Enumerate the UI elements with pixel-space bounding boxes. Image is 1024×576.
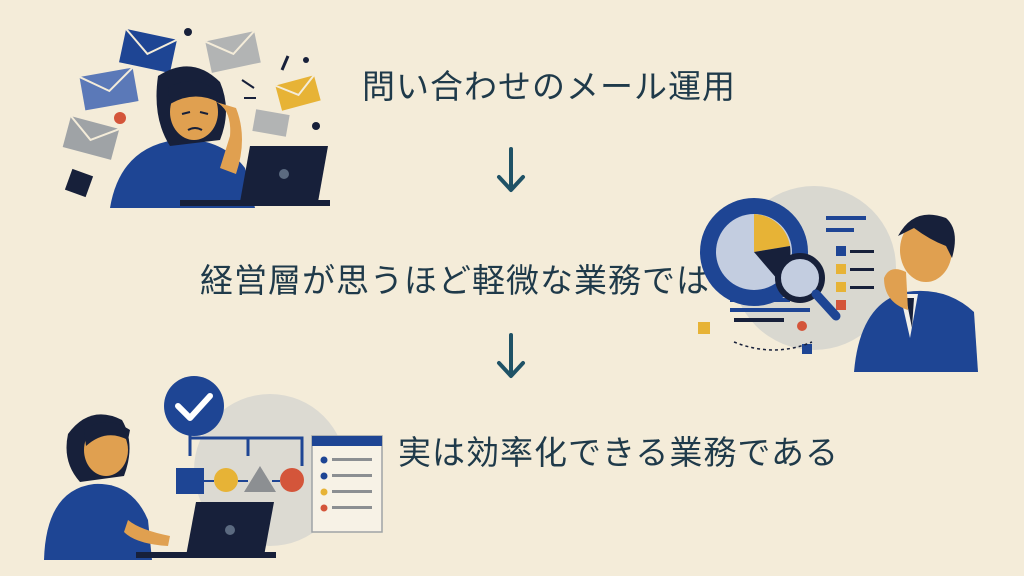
down-arrow-icon (497, 333, 525, 378)
headline-mail-operation: 問い合わせのメール運用 (362, 67, 736, 106)
down-arrow-icon (497, 147, 525, 192)
efficient-workflow-illustration (44, 376, 383, 560)
email-icon (204, 30, 261, 73)
checkmark-icon (164, 376, 224, 436)
email-icon (79, 66, 139, 111)
analyst-icon (854, 214, 978, 372)
workflow-icon (176, 420, 304, 494)
email-icon (62, 115, 120, 160)
checklist-icon (311, 435, 383, 533)
laptop-icon (136, 502, 276, 558)
email-icon (274, 74, 321, 111)
email-icon (119, 28, 178, 74)
headline-not-trivial-task: 経営層が思うほど軽微な業務ではない (200, 261, 778, 300)
working-person-icon (44, 414, 170, 560)
stressed-person-icon (110, 66, 255, 208)
stressed-person-with-emails-illustration (62, 28, 330, 208)
headline-can-be-optimized: 実は効率化できる業務である (398, 433, 840, 472)
email-icon (252, 109, 290, 137)
laptop-icon (180, 146, 330, 206)
analyst-with-charts-illustration (698, 186, 978, 372)
magnifier-icon (775, 253, 841, 321)
